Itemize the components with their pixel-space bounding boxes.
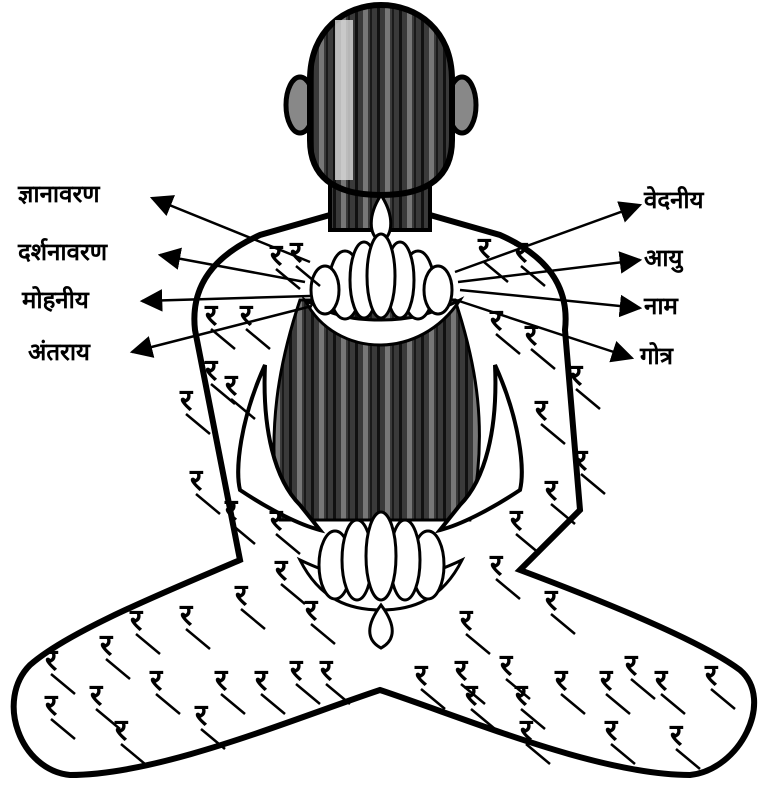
karma-mark: र — [534, 393, 549, 428]
karma-mark: र — [514, 678, 529, 713]
karma-mark: र — [514, 235, 529, 270]
karma-mark: र — [704, 658, 719, 693]
karma-mark: र — [204, 298, 219, 333]
karma-mark: र — [554, 663, 569, 698]
karma-mark: र — [194, 698, 209, 733]
label-naam: नाम — [644, 294, 678, 318]
karma-mark: र — [44, 643, 59, 678]
karma-mark: र — [99, 628, 114, 663]
karma-mark-tail — [576, 389, 600, 409]
karma-mark: र — [569, 358, 584, 393]
label-darshanavaran: दर्शनावरण — [18, 240, 107, 264]
karma-mark: र — [239, 298, 254, 333]
karma-mark: र — [204, 353, 219, 388]
karma-mark: र — [524, 318, 539, 353]
karma-mark: र — [599, 663, 614, 698]
karma-mark: र — [544, 583, 559, 618]
karma-mark: र — [269, 238, 284, 273]
karma-mark: र — [414, 658, 429, 693]
karma-mark: र — [477, 231, 492, 266]
karma-mark: र — [574, 443, 589, 478]
karma-mark: र — [509, 503, 524, 538]
karma-mark: र — [89, 678, 104, 713]
label-gotra: गोत्र — [640, 344, 673, 368]
karma-mark: र — [269, 503, 284, 538]
label-jnanavaran: ज्ञानावरण — [18, 182, 100, 206]
karma-mark: र — [289, 653, 304, 688]
karma-mark: र — [44, 688, 59, 723]
karma-mark: र — [129, 603, 144, 638]
karma-mark: र — [669, 718, 684, 753]
karma-mark: र — [179, 598, 194, 633]
karma-mark: र — [224, 368, 239, 403]
karma-mark: र — [489, 548, 504, 583]
karma-mark: र — [489, 303, 504, 338]
karma-mark: र — [544, 473, 559, 508]
karma-mark: र — [179, 383, 194, 418]
head — [310, 5, 452, 195]
karma-mark: र — [289, 235, 304, 270]
label-ayu: आयु — [644, 246, 682, 270]
karma-mark: र — [624, 648, 639, 683]
karma-mark: र — [114, 713, 129, 748]
karma-mark: र — [519, 713, 534, 748]
karma-mark: र — [189, 463, 204, 498]
karma-mark: र — [214, 663, 229, 698]
karma-mark: र — [604, 713, 619, 748]
karma-mark: र — [499, 648, 514, 683]
karma-mark-tail — [196, 494, 220, 514]
karma-mark-tail — [186, 414, 210, 434]
head-highlight — [335, 20, 353, 180]
karma-mark: र — [654, 663, 669, 698]
karma-mark: र — [319, 653, 334, 688]
label-vedaniya: वेदनीय — [644, 188, 704, 212]
label-mohaniya: मोहनीय — [22, 288, 89, 312]
karma-mark: र — [464, 678, 479, 713]
karma-mark: र — [304, 593, 319, 628]
label-antaray: अंतराय — [28, 340, 90, 364]
karma-mark: र — [254, 663, 269, 698]
karma-mark: र — [274, 553, 289, 588]
karma-mark: र — [149, 663, 164, 698]
karma-mark-tail — [581, 474, 605, 494]
karma-mark: र — [234, 578, 249, 613]
karma-mark: र — [224, 493, 239, 528]
karma-mark: र — [459, 603, 474, 638]
